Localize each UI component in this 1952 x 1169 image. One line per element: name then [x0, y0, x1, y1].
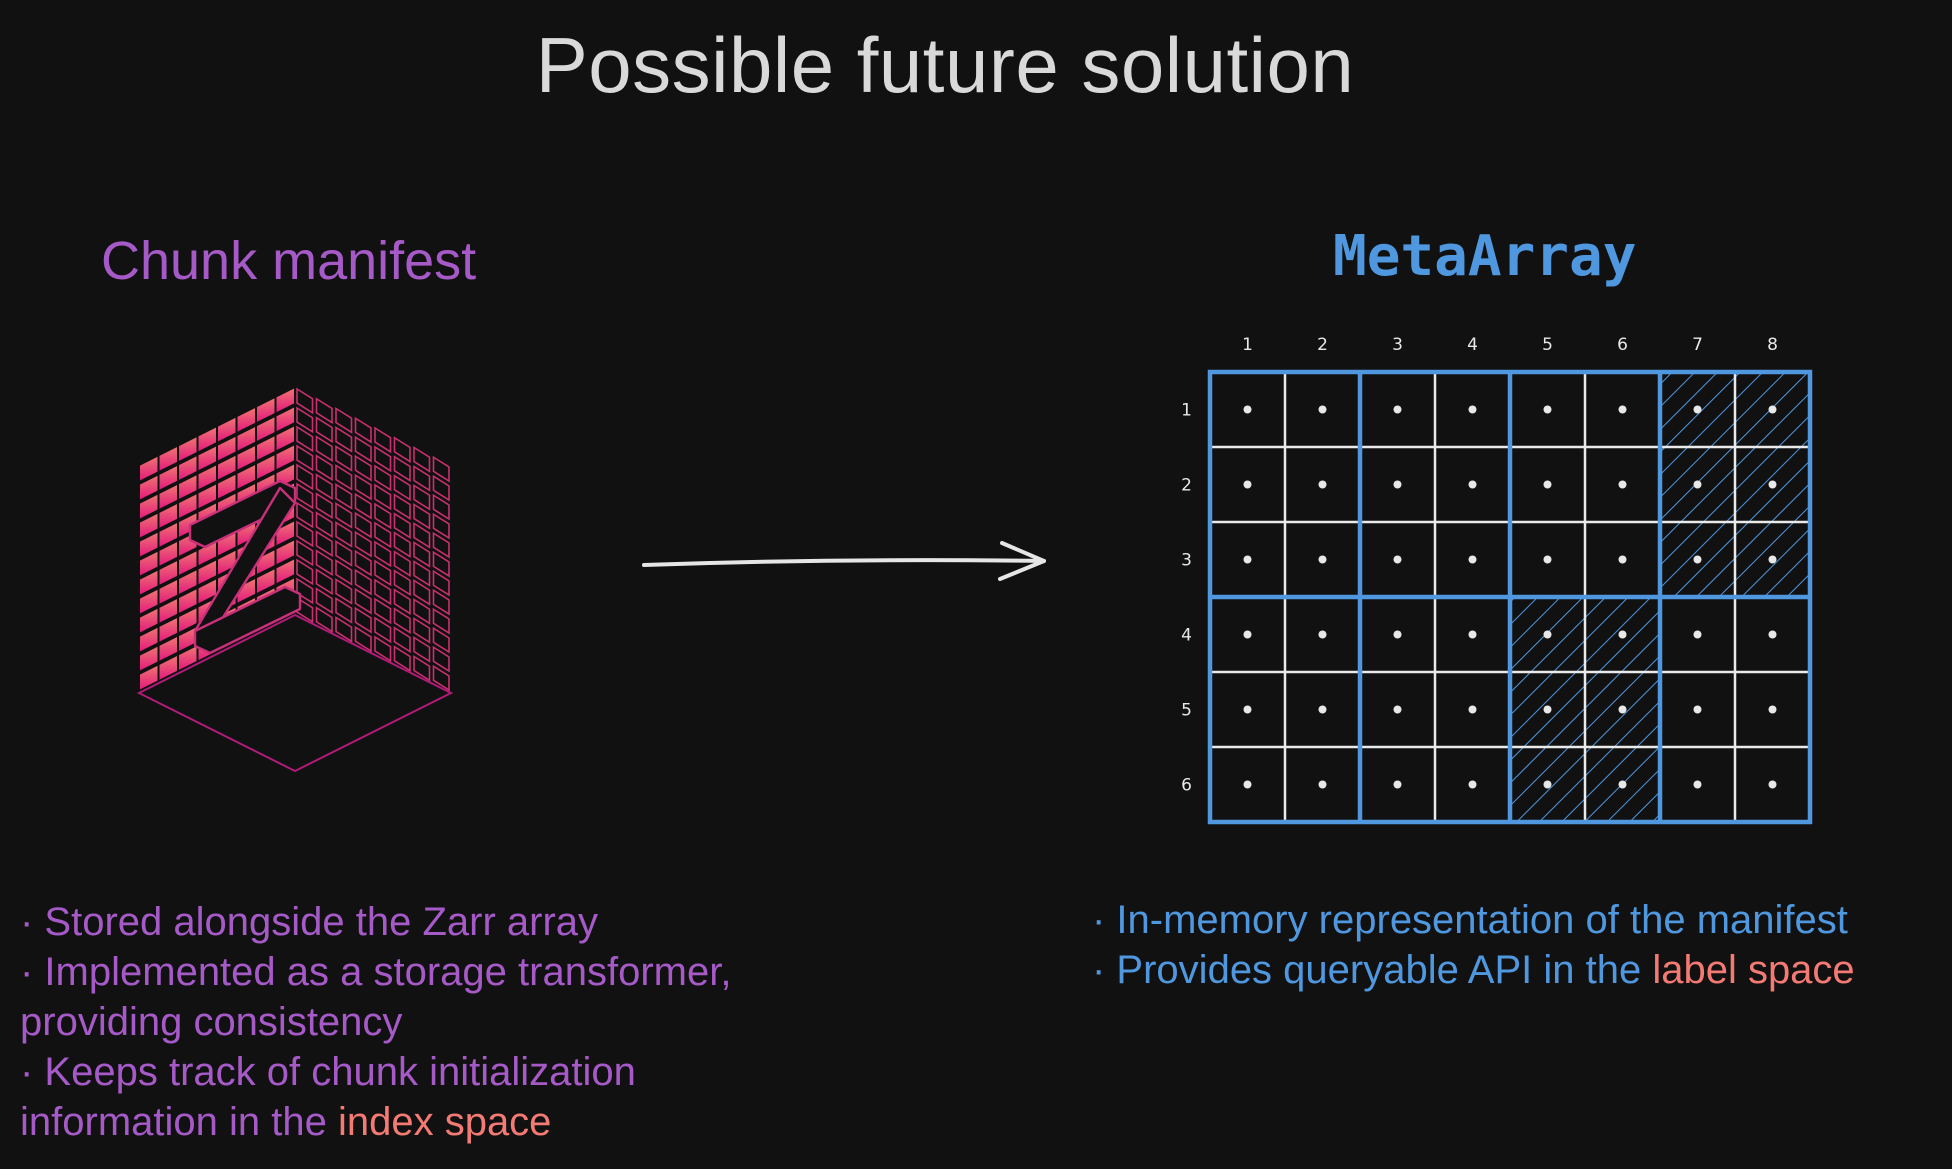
cell-dot — [1393, 630, 1402, 639]
row-label: 1 — [1181, 401, 1192, 421]
bullet-item: · Provides queryable API in the label sp… — [1092, 948, 1855, 992]
row-label: 5 — [1181, 701, 1192, 721]
cell-dot — [1243, 405, 1252, 414]
row-label: 6 — [1181, 776, 1192, 796]
cell-dot — [1618, 405, 1627, 414]
cell-dot — [1243, 780, 1252, 789]
cell-dot — [1318, 780, 1327, 789]
zarr-logo-icon — [136, 385, 454, 773]
cell-dot — [1468, 555, 1477, 564]
cell-dot — [1243, 705, 1252, 714]
cell-dot — [1618, 630, 1627, 639]
row-label: 4 — [1181, 626, 1192, 646]
cell-dot — [1768, 480, 1777, 489]
cell-dot — [1768, 630, 1777, 639]
cell-dot — [1543, 480, 1552, 489]
cell-dot — [1243, 555, 1252, 564]
cell-dot — [1318, 555, 1327, 564]
cell-dot — [1693, 480, 1702, 489]
cell-dot — [1768, 780, 1777, 789]
cell-dot — [1393, 780, 1402, 789]
chunk-manifest-bullets: · Stored alongside the Zarr array · Impl… — [20, 897, 810, 1147]
cell-dot — [1618, 705, 1627, 714]
column-label: 5 — [1542, 335, 1553, 355]
cell-dot — [1543, 555, 1552, 564]
column-label: 8 — [1767, 335, 1778, 355]
cell-dot — [1468, 480, 1477, 489]
chunk-manifest-heading: Chunk manifest — [101, 231, 477, 291]
metaarray-bullets: · In-memory representation of the manife… — [1092, 895, 1952, 995]
row-label: 2 — [1181, 476, 1192, 496]
bullet-item: · Implemented as a storage transformer, … — [20, 950, 732, 1044]
cell-dot — [1618, 480, 1627, 489]
cell-dot — [1468, 780, 1477, 789]
cell-dot — [1768, 705, 1777, 714]
column-label: 6 — [1617, 335, 1628, 355]
cell-dot — [1693, 630, 1702, 639]
cell-dot — [1693, 705, 1702, 714]
column-label: 2 — [1317, 335, 1328, 355]
cell-dot — [1543, 705, 1552, 714]
cell-dot — [1318, 630, 1327, 639]
cell-dot — [1393, 480, 1402, 489]
cell-dot — [1693, 780, 1702, 789]
cell-dot — [1318, 705, 1327, 714]
cell-dot — [1693, 405, 1702, 414]
cell-dot — [1693, 555, 1702, 564]
row-label: 3 — [1181, 551, 1192, 571]
highlight-label-space: label space — [1652, 948, 1855, 992]
cell-dot — [1393, 555, 1402, 564]
cell-dot — [1468, 405, 1477, 414]
column-label: 4 — [1467, 335, 1478, 355]
cell-dot — [1768, 555, 1777, 564]
cell-dot — [1393, 705, 1402, 714]
metaarray-heading: MetaArray — [1333, 224, 1637, 289]
cell-dot — [1318, 405, 1327, 414]
cell-dot — [1543, 630, 1552, 639]
cell-dot — [1243, 480, 1252, 489]
bullet-item: · In-memory representation of the manife… — [1092, 898, 1848, 942]
right-arrow-icon — [642, 541, 1046, 581]
bullet-item: · Stored alongside the Zarr array — [20, 900, 599, 944]
cell-dot — [1318, 480, 1327, 489]
cell-dot — [1768, 405, 1777, 414]
cell-dot — [1618, 555, 1627, 564]
cell-dot — [1468, 630, 1477, 639]
cell-dot — [1618, 780, 1627, 789]
cell-dot — [1393, 405, 1402, 414]
cell-dot — [1468, 705, 1477, 714]
metaarray-grid: 1 2 3 4 5 6 7 8 1 2 3 4 5 6 — [1181, 335, 1813, 825]
highlight-index-space: index space — [337, 1100, 552, 1144]
column-label: 7 — [1692, 335, 1703, 355]
cell-dot — [1243, 630, 1252, 639]
page-title: Possible future solution — [535, 21, 1355, 109]
column-label: 1 — [1242, 335, 1253, 355]
cell-dot — [1543, 405, 1552, 414]
cell-dot — [1543, 780, 1552, 789]
column-label: 3 — [1392, 335, 1403, 355]
bullet-item: · Keeps track of chunk initialization in… — [20, 1050, 636, 1144]
